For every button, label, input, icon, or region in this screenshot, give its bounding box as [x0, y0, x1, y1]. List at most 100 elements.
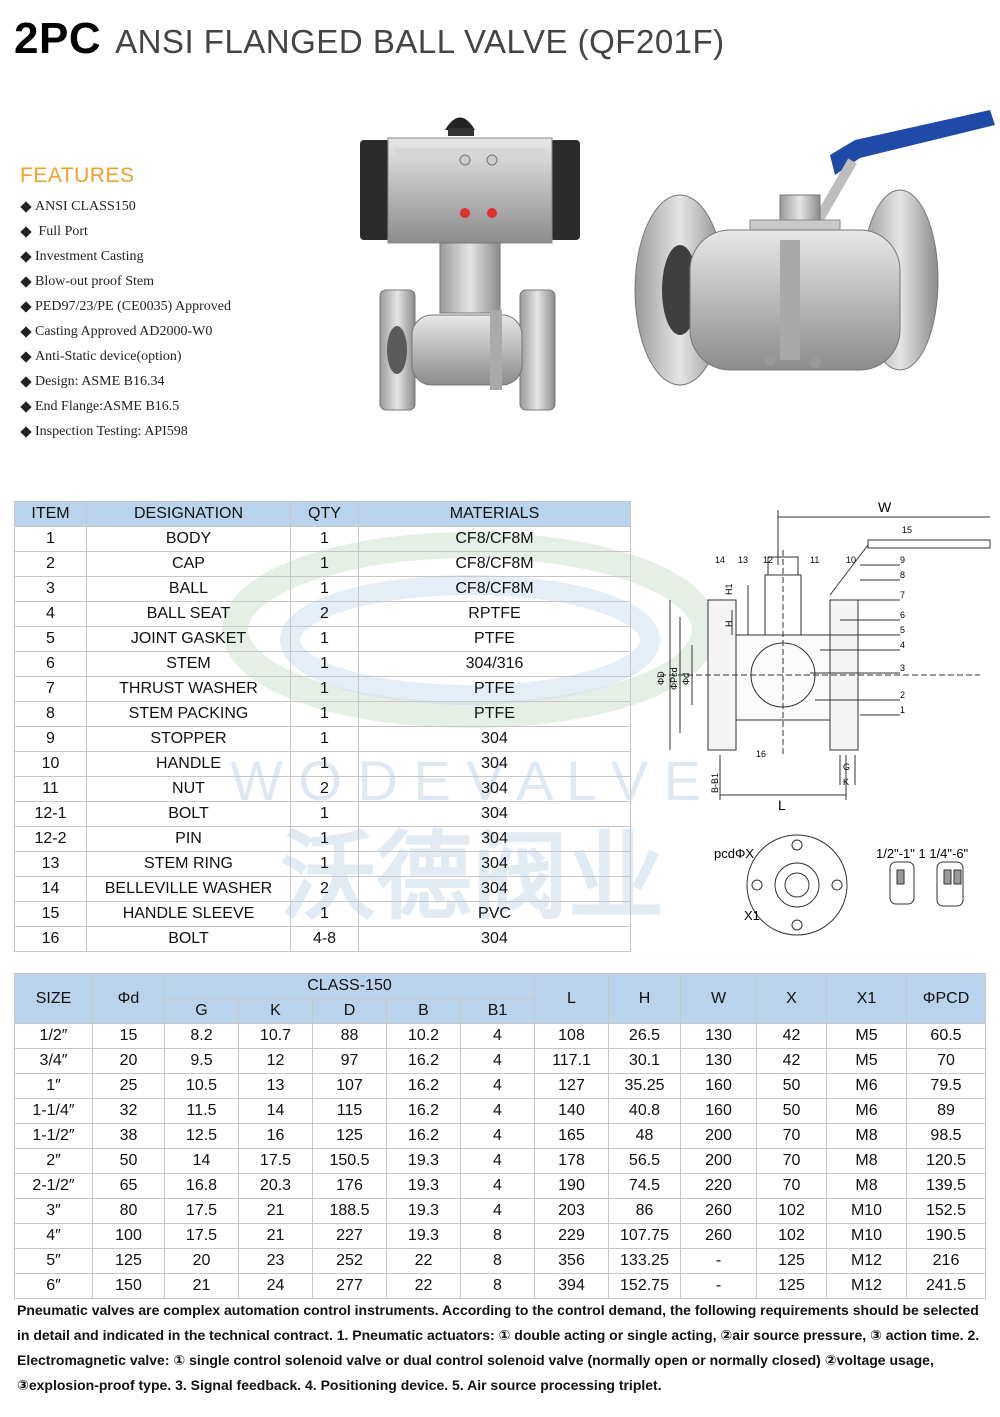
- table-cell: 12.5: [164, 1123, 239, 1149]
- table-cell: M8: [826, 1123, 907, 1149]
- table-cell: 1-1/4″: [14, 1098, 93, 1124]
- table-cell: 4: [460, 1073, 535, 1099]
- table-cell: M5: [826, 1023, 907, 1049]
- col-phi-d: Φd: [92, 973, 165, 1024]
- table-cell: 5″: [14, 1248, 93, 1274]
- table-cell: 19.3: [386, 1198, 461, 1224]
- table-cell: 304: [358, 826, 631, 852]
- table-cell: 1: [290, 576, 359, 602]
- table-cell: 102: [756, 1223, 827, 1249]
- table-cell: M12: [826, 1248, 907, 1274]
- table-cell: 17.5: [164, 1198, 239, 1224]
- table-cell: 19.3: [386, 1223, 461, 1249]
- table-cell: 17.5: [164, 1223, 239, 1249]
- table-cell: 304: [358, 726, 631, 752]
- table-cell: 4″: [14, 1223, 93, 1249]
- table-cell: 14: [164, 1148, 239, 1174]
- table-cell: BODY: [86, 526, 291, 552]
- col-h: H: [608, 973, 681, 1024]
- table-cell: 24: [238, 1273, 313, 1299]
- col-qty: QTY: [290, 501, 359, 527]
- table-cell: 107.75: [608, 1223, 681, 1249]
- table-cell: 394: [534, 1273, 609, 1299]
- pcd-label: pcdΦX: [714, 846, 754, 861]
- table-cell: 2: [290, 876, 359, 902]
- table-cell: 15: [92, 1023, 165, 1049]
- table-cell: 10: [14, 751, 87, 777]
- feature-item: Inspection Testing: API598: [20, 419, 340, 444]
- table-cell: 4: [460, 1123, 535, 1149]
- dim-phi-d-outer-label: ΦD: [656, 671, 666, 685]
- table-cell: 10.5: [164, 1073, 239, 1099]
- callout-10: 10: [846, 555, 856, 565]
- diamond-bullet-icon: [20, 200, 32, 213]
- col-k: K: [238, 998, 313, 1024]
- feature-item: Full Port: [20, 219, 340, 244]
- table-cell: 80: [92, 1198, 165, 1224]
- table-cell: M8: [826, 1173, 907, 1199]
- table-cell: 21: [164, 1273, 239, 1299]
- table-cell: 229: [534, 1223, 609, 1249]
- table-cell: JOINT GASKET: [86, 626, 291, 652]
- table-cell: 70: [906, 1048, 986, 1074]
- table-cell: STEM PACKING: [86, 701, 291, 727]
- col-phi-pcd: ΦPCD: [906, 973, 986, 1024]
- table-cell: 220: [680, 1173, 757, 1199]
- table-cell: 3/4″: [14, 1048, 93, 1074]
- table-cell: CF8/CF8M: [358, 551, 631, 577]
- table-cell: -: [680, 1248, 757, 1274]
- dim-h-label: H: [724, 621, 734, 628]
- callout-15: 15: [902, 525, 912, 535]
- col-item: ITEM: [14, 501, 87, 527]
- table-cell: 304: [358, 851, 631, 877]
- table-cell: 16.2: [386, 1098, 461, 1124]
- feature-item: Casting Approved AD2000-W0: [20, 319, 340, 344]
- table-cell: PTFE: [358, 701, 631, 727]
- table-cell: 1: [290, 551, 359, 577]
- table-cell: 188.5: [312, 1198, 387, 1224]
- table-cell: 70: [756, 1148, 827, 1174]
- table-cell: 304: [358, 751, 631, 777]
- table-cell: 8: [14, 701, 87, 727]
- table-cell: 227: [312, 1223, 387, 1249]
- table-cell: 125: [312, 1123, 387, 1149]
- table-cell: PTFE: [358, 626, 631, 652]
- table-cell: 304/316: [358, 651, 631, 677]
- table-cell: 356: [534, 1248, 609, 1274]
- table-cell: 79.5: [906, 1073, 986, 1099]
- features-title: FEATURES: [20, 164, 135, 187]
- feature-item: Design: ASME B16.34: [20, 369, 340, 394]
- table-cell: 200: [680, 1123, 757, 1149]
- table-cell: 3″: [14, 1198, 93, 1224]
- table-cell: 1: [290, 726, 359, 752]
- table-cell: 21: [238, 1198, 313, 1224]
- callout-2: 2: [900, 690, 905, 700]
- technical-notes: Pneumatic valves are complex automation …: [17, 1302, 980, 1393]
- dim-phi-d-label: Φd: [681, 673, 691, 685]
- table-cell: 8: [460, 1223, 535, 1249]
- table-cell: 4: [460, 1098, 535, 1124]
- table-cell: 102: [756, 1198, 827, 1224]
- feature-item: Investment Casting: [20, 244, 340, 269]
- table-cell: 4: [460, 1023, 535, 1049]
- table-cell: M5: [826, 1048, 907, 1074]
- table-cell: 8.2: [164, 1023, 239, 1049]
- table-cell: 10.2: [386, 1023, 461, 1049]
- table-cell: PIN: [86, 826, 291, 852]
- table-cell: 23: [238, 1248, 313, 1274]
- table-cell: 50: [756, 1098, 827, 1124]
- table-cell: PTFE: [358, 676, 631, 702]
- diamond-bullet-icon: [20, 225, 32, 238]
- table-cell: 12: [238, 1048, 313, 1074]
- table-cell: 203: [534, 1198, 609, 1224]
- table-cell: 13: [14, 851, 87, 877]
- table-cell: 42: [756, 1048, 827, 1074]
- diamond-bullet-icon: [20, 425, 32, 438]
- table-header-row: ITEM DESIGNATION QTY MATERIALS: [14, 501, 631, 527]
